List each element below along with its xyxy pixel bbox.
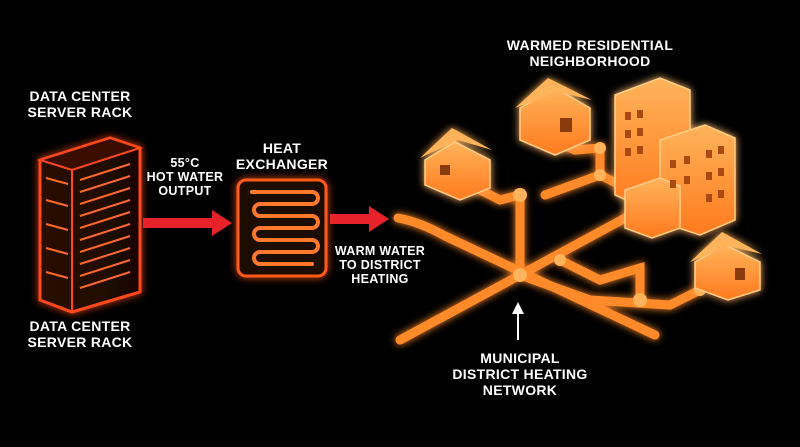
- network-line2: DISTRICT HEATING: [452, 366, 588, 382]
- neighborhood-line2: NEIGHBORHOOD: [529, 53, 651, 69]
- network-pointer-arrow: [512, 302, 524, 340]
- house-icon: [420, 128, 492, 201]
- network-line1: MUNICIPAL: [480, 350, 560, 366]
- building-windows: [625, 110, 724, 202]
- apartment-building-icon: [614, 77, 736, 239]
- heat-exchanger-icon: [236, 178, 328, 278]
- neighborhood-title: WARMED RESIDENTIAL NEIGHBORHOOD: [500, 37, 680, 69]
- house-icon: [515, 78, 592, 156]
- network-line3: NETWORK: [482, 382, 558, 398]
- server-rack-slots: [45, 163, 131, 289]
- hot-water-line1: 55°C: [170, 156, 200, 170]
- heat-exchanger-line1: HEAT: [262, 140, 302, 156]
- server-rack-title-top-line2: SERVER RACK: [27, 104, 133, 120]
- server-rack-title-top-line1: DATA CENTER: [29, 88, 131, 104]
- warm-water-line3: HEATING: [351, 272, 409, 286]
- warm-water-line1: WARM WATER: [334, 244, 426, 258]
- server-rack-title-bottom-line2: SERVER RACK: [27, 334, 133, 350]
- warm-water-line2: TO DISTRICT: [339, 258, 421, 272]
- warm-water-label: WARM WATER TO DISTRICT HEATING: [330, 244, 430, 286]
- server-rack-title-bottom: DATA CENTER SERVER RACK: [20, 318, 140, 350]
- house-icon: [690, 232, 762, 301]
- server-rack-title-top: DATA CENTER SERVER RACK: [20, 88, 140, 120]
- heat-exchanger-line2: EXCHANGER: [235, 156, 329, 172]
- neighborhood-line1: WARMED RESIDENTIAL: [506, 37, 674, 53]
- hot-water-line3: OUTPUT: [158, 184, 212, 198]
- hot-water-arrow: [143, 210, 232, 236]
- server-rack-title-bottom-line1: DATA CENTER: [29, 318, 131, 334]
- hot-water-output-label: 55°C HOT WATER OUTPUT: [140, 156, 230, 198]
- warm-water-arrow: [330, 206, 389, 232]
- hot-water-line2: HOT WATER: [146, 170, 224, 184]
- network-title: MUNICIPAL DISTRICT HEATING NETWORK: [435, 350, 605, 398]
- heat-exchanger-title: HEAT EXCHANGER: [232, 140, 332, 172]
